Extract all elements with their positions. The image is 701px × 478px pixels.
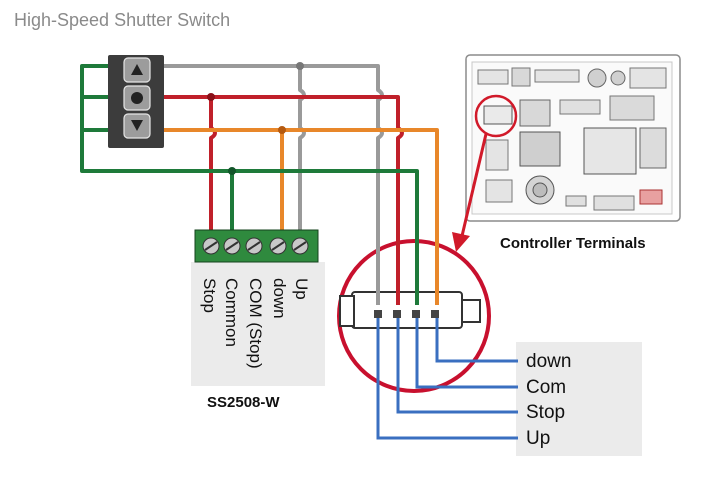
up-arrow-icon	[131, 64, 143, 75]
stop-circle-icon	[131, 92, 143, 104]
switch-model-caption: SS2508-W	[207, 394, 280, 411]
zoom-arrow	[452, 133, 488, 252]
grey-wire	[146, 64, 384, 305]
down-arrow-icon	[131, 120, 143, 131]
terminal-highlight	[474, 94, 518, 138]
terminal-label-common: Common	[222, 278, 241, 347]
stop-button[interactable]	[123, 85, 151, 111]
leader-up	[376, 318, 518, 440]
terminal-label-stop: Stop	[200, 278, 219, 313]
junction-dot	[228, 167, 236, 175]
terminal-label-up: Up	[292, 278, 311, 300]
diagram-title: High-Speed Shutter Switch	[14, 10, 231, 30]
up-button[interactable]	[123, 57, 151, 83]
magnified-connector	[339, 291, 481, 329]
leader-down	[435, 318, 518, 363]
controller-labels: down Com Stop Up	[526, 351, 571, 449]
terminal-label-down: down	[270, 278, 289, 319]
leader-lines	[376, 318, 518, 440]
terminal-block	[194, 229, 319, 263]
controller-label-stop: Stop	[526, 402, 565, 423]
orange-wire	[146, 128, 439, 305]
terminal-label-com-stop: COM (Stop)	[246, 278, 265, 369]
down-button[interactable]	[123, 113, 151, 139]
green-wire	[80, 64, 419, 305]
switch-faceplate	[108, 55, 164, 148]
controller-label-down: down	[526, 351, 571, 372]
junction-dot	[207, 93, 215, 101]
junction-dot	[296, 62, 304, 70]
leader-com	[415, 318, 518, 389]
controller-label-up: Up	[526, 428, 550, 449]
wires	[80, 64, 439, 305]
controller-board	[465, 54, 681, 222]
junction-dot	[278, 126, 286, 134]
controller-label-panel	[516, 342, 642, 456]
controller-label-com: Com	[526, 377, 566, 398]
controller-caption: Controller Terminals	[500, 235, 646, 252]
terminal-label-panel	[191, 262, 325, 386]
leader-stop	[396, 318, 518, 414]
terminal-labels: Stop Common COM (Stop) down Up	[200, 278, 311, 369]
